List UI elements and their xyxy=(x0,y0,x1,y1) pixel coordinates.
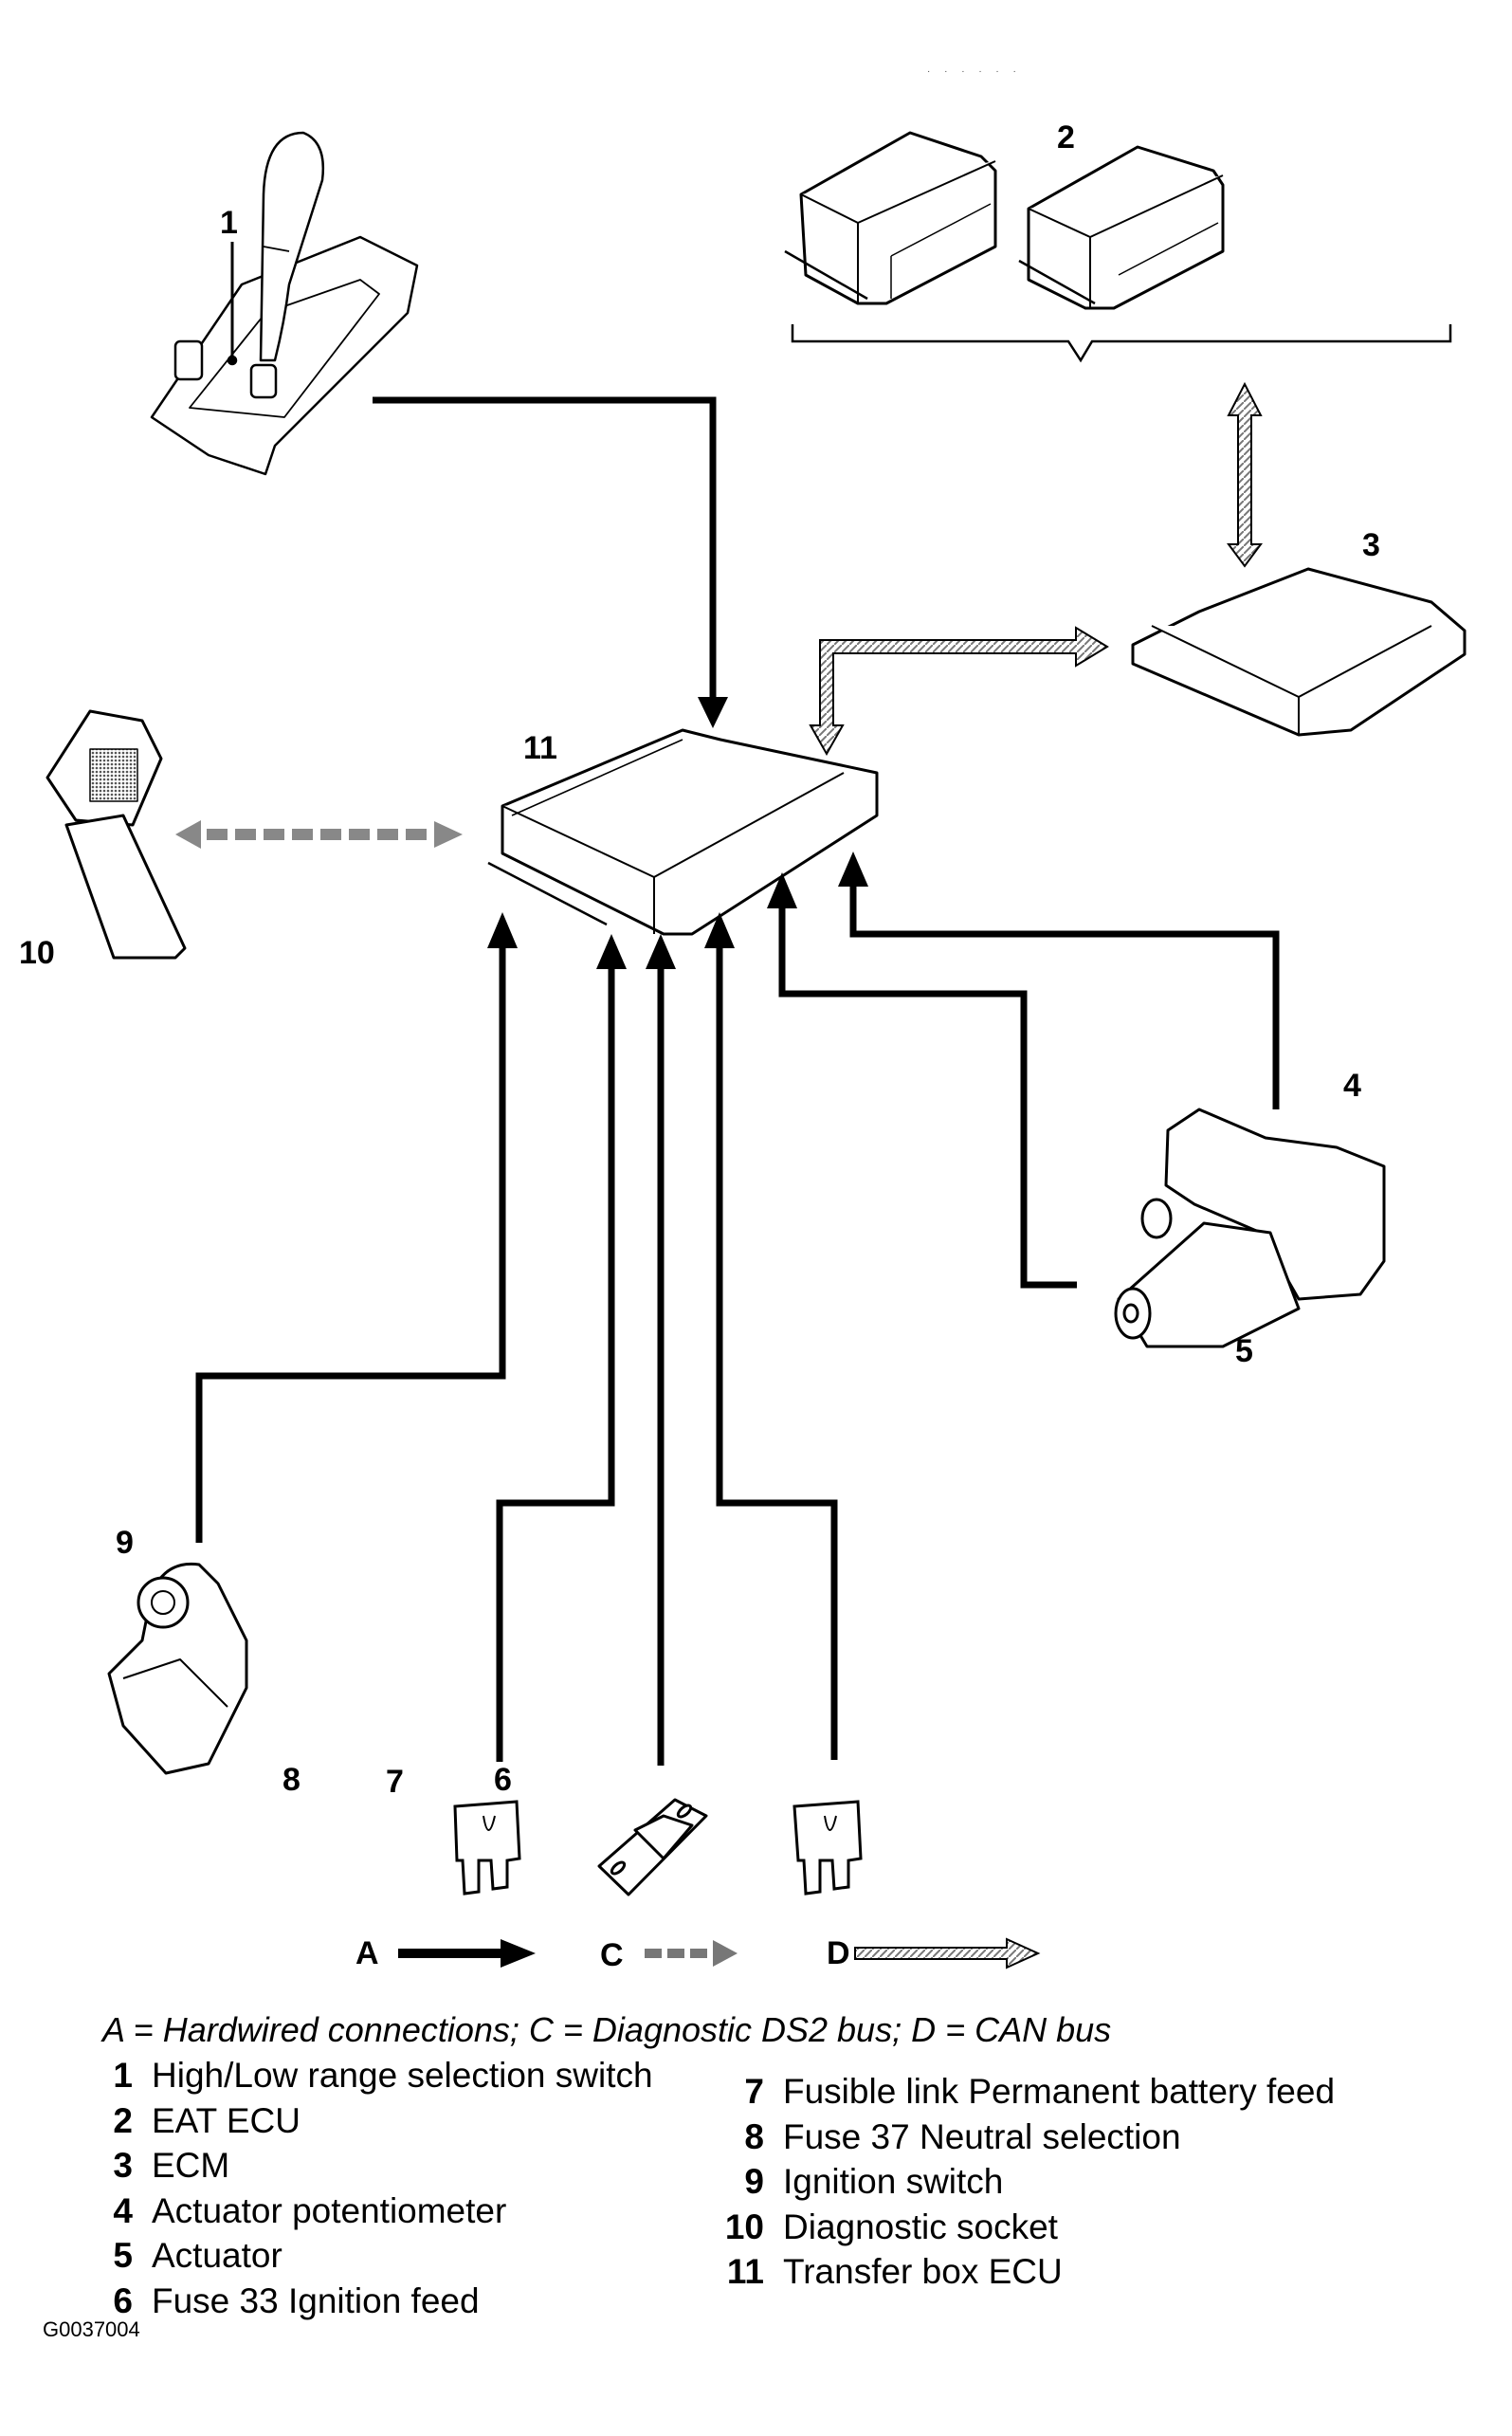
wire-5-to-11 xyxy=(778,906,1077,1289)
label-3: 3 xyxy=(1362,527,1380,563)
label-9: 9 xyxy=(116,1525,134,1561)
can-bus-connections xyxy=(809,381,1263,757)
label-10: 10 xyxy=(19,935,55,971)
diagnostic-bus-connection xyxy=(175,820,463,849)
label-6: 6 xyxy=(494,1762,512,1798)
label-7: 7 xyxy=(386,1764,404,1800)
wire-9-to-11 xyxy=(195,948,506,1543)
arrowhead-6-to-11 xyxy=(704,912,735,948)
wire-6-to-11 xyxy=(716,943,838,1760)
wire-8-to-11 xyxy=(496,967,615,1762)
transfer-box-ecu-illustration xyxy=(487,728,879,936)
hardwired-connections xyxy=(195,396,1280,1766)
label-5: 5 xyxy=(1235,1333,1253,1369)
label-8: 8 xyxy=(282,1762,301,1798)
key-arrow-can xyxy=(854,1937,1041,1969)
connection-key-caption: A = Hardwired connections; C = Diagnosti… xyxy=(102,2010,1112,2049)
eat-ecu-bracket xyxy=(791,324,1452,363)
eat-ecu-illustration xyxy=(784,131,1225,310)
can-2-to-3 xyxy=(1227,381,1263,568)
key-letter-d: D xyxy=(827,1935,850,1971)
label-1: 1 xyxy=(220,205,238,241)
wire-4-to-11 xyxy=(849,887,1280,1109)
key-letter-c: C xyxy=(600,1937,624,1973)
hardwired-arrowheads xyxy=(487,697,868,969)
arrowhead-4-to-11 xyxy=(838,852,868,887)
arrowhead-5-to-11 xyxy=(767,872,797,908)
faint-artifact-text: · · · · · · xyxy=(927,66,1022,77)
label-2: 2 xyxy=(1057,119,1075,156)
label-4: 4 xyxy=(1343,1068,1361,1104)
arrowhead-7-to-11 xyxy=(646,934,676,969)
ignition-switch-illustration xyxy=(107,1562,248,1775)
key-letter-a: A xyxy=(355,1935,379,1971)
diagnostic-socket-illustration xyxy=(46,709,187,960)
key-arrow-ds2 xyxy=(645,1940,738,1967)
arrowhead-1-to-11 xyxy=(698,697,728,728)
range-selector-switch-illustration xyxy=(150,131,419,476)
can-11-to-3 xyxy=(809,626,1109,757)
arrowhead-8-to-11 xyxy=(596,934,627,969)
wire-1-to-11 xyxy=(373,396,717,702)
fusible-link-illustration xyxy=(597,1798,708,1896)
fuse-37-illustration xyxy=(453,1800,521,1896)
arrowhead-9-to-11 xyxy=(487,912,518,948)
fuse-33-illustration xyxy=(792,1800,863,1896)
label-11: 11 xyxy=(523,730,557,766)
ecm-illustration xyxy=(1131,567,1466,737)
actuator-illustration xyxy=(1114,1108,1386,1348)
key-arrow-hardwired xyxy=(398,1939,536,1968)
figure-id: G0037004 xyxy=(43,2317,140,2341)
